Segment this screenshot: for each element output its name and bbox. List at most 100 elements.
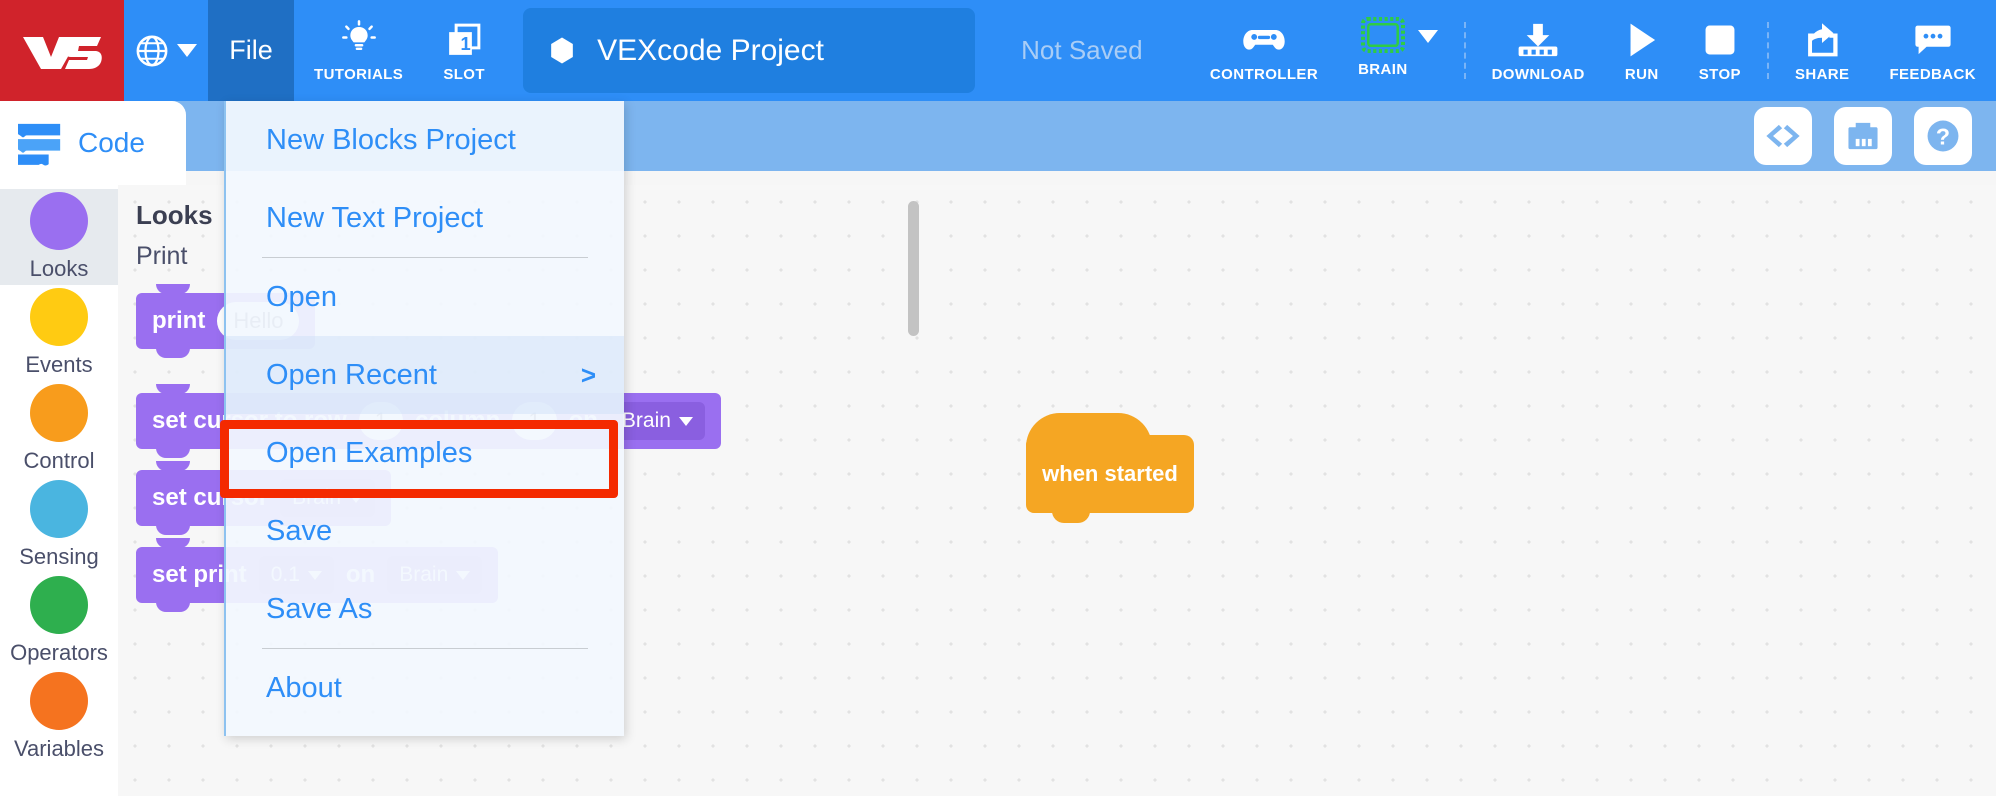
sidebar-item-label: Variables (13, 736, 105, 761)
operators-color-dot (30, 576, 88, 634)
sensing-color-dot (30, 480, 88, 538)
share-button[interactable]: SHARE (1775, 0, 1870, 101)
slot-icon: 1 (443, 19, 485, 61)
share-label: SHARE (1794, 65, 1850, 83)
control-color-dot (30, 384, 88, 442)
sidebar-item-events[interactable]: Events (0, 285, 118, 381)
file-menu-label: File (229, 35, 273, 65)
project-name-field[interactable]: VEXcode Project (523, 8, 976, 93)
brain-device-icon (1360, 14, 1405, 56)
when-started-block[interactable]: when started (1026, 413, 1194, 523)
menu-item-label: New Blocks Project (266, 123, 516, 156)
hat-crest (1026, 413, 1152, 447)
category-sidebar: Looks Events Control Sensing Operators V… (0, 185, 118, 796)
looks-color-dot (30, 192, 88, 250)
sidebar-item-label: Events (25, 352, 93, 377)
download-button[interactable]: DOWNLOAD (1472, 0, 1605, 101)
menu-item-label: About (266, 671, 342, 704)
save-status-text: Not Saved (1021, 35, 1143, 65)
lightbulb-icon (339, 19, 379, 61)
tutorials-label: TUTORIALS (314, 65, 404, 83)
brain-chevron-down-icon[interactable] (1417, 30, 1438, 43)
play-icon (1625, 19, 1659, 61)
workspace-scrollbar[interactable] (908, 201, 919, 336)
menu-open-examples[interactable]: Open Examples (226, 414, 624, 492)
sidebar-item-control[interactable]: Control (0, 381, 118, 477)
comment-icon (1913, 19, 1953, 61)
blocks-icon (18, 123, 61, 166)
toolbar-spacer (1177, 0, 1190, 101)
hat-bump (1052, 511, 1090, 523)
menu-item-label: Save (266, 514, 333, 547)
toolbar-divider (1463, 22, 1466, 79)
gamepad-icon (1241, 19, 1287, 61)
run-button[interactable]: RUN (1605, 0, 1679, 101)
menu-item-label: Open Examples (266, 436, 473, 469)
sidebar-item-sensing[interactable]: Sensing (0, 477, 118, 573)
menu-separator-2 (262, 648, 588, 649)
sidebar-item-label: Looks (29, 256, 89, 281)
menu-separator-1 (262, 257, 588, 258)
slot-label: SLOT (443, 65, 485, 83)
menu-new-blocks-project[interactable]: New Blocks Project (226, 101, 624, 179)
device-label: Brain (621, 409, 671, 432)
question-mark-icon: ? (1927, 120, 1959, 152)
file-menu-button[interactable]: File (208, 0, 294, 101)
stop-label: STOP (1698, 65, 1741, 83)
stop-square-icon (1703, 19, 1737, 61)
hexagon-icon (551, 37, 573, 64)
share-icon (1803, 19, 1841, 61)
download-icon (1517, 19, 1559, 61)
sidebar-item-label: Control (23, 448, 95, 473)
menu-item-label: Open (266, 280, 337, 313)
sidebar-item-operators[interactable]: Operators (0, 573, 118, 669)
save-status: Not Saved (975, 0, 1176, 101)
stop-button[interactable]: STOP (1679, 0, 1761, 101)
chevron-down-icon (177, 44, 197, 57)
project-name-text: VEXcode Project (597, 33, 824, 67)
sidebar-item-label: Operators (10, 640, 108, 665)
menu-open[interactable]: Open (226, 258, 624, 336)
v5-logo (0, 0, 124, 101)
globe-icon (136, 35, 168, 66)
menu-item-label: Open Recent (266, 358, 437, 391)
top-toolbar: File TUTORIALS (0, 0, 1996, 101)
monitor-bars-icon (1848, 122, 1878, 150)
palette-subtitle: Print (136, 242, 188, 270)
menu-about[interactable]: About (226, 649, 624, 727)
file-dropdown-menu: New Blocks Project New Text Project Open… (224, 101, 624, 736)
menu-item-label: Save As (266, 592, 373, 625)
code-brackets-icon (1766, 124, 1800, 148)
sidebar-item-label: Sensing (19, 544, 99, 569)
tab-code-label: Code (78, 127, 145, 158)
svg-text:?: ? (1936, 124, 1950, 150)
v5-logo-icon (23, 36, 102, 69)
chevron-down-icon (678, 416, 693, 426)
menu-new-text-project[interactable]: New Text Project (226, 179, 624, 257)
controller-label: CONTROLLER (1209, 65, 1319, 83)
tutorials-button[interactable]: TUTORIALS (294, 0, 423, 101)
brain-button[interactable]: BRAIN (1338, 0, 1458, 101)
device-dropdown[interactable]: Brain (609, 402, 705, 440)
slot-button[interactable]: 1 SLOT (423, 0, 505, 101)
menu-item-label: New Text Project (266, 201, 484, 234)
print-block-label: print (152, 307, 206, 334)
sidebar-item-variables[interactable]: Variables (0, 669, 118, 765)
feedback-label: FEEDBACK (1889, 65, 1976, 83)
language-selector[interactable] (124, 0, 208, 101)
monitor-console-button[interactable] (1834, 107, 1892, 165)
palette-title: Looks (136, 200, 213, 230)
svg-text:1: 1 (461, 32, 471, 53)
menu-save[interactable]: Save (226, 492, 624, 570)
when-started-label: when started (1042, 461, 1178, 486)
brain-label: BRAIN (1358, 61, 1408, 78)
submenu-chevron-right-icon: > (580, 359, 596, 390)
tab-code[interactable]: Code (0, 101, 186, 185)
menu-open-recent[interactable]: Open Recent > (226, 336, 624, 414)
menu-save-as[interactable]: Save As (226, 570, 624, 648)
feedback-button[interactable]: FEEDBACK (1869, 0, 1996, 101)
view-code-button[interactable] (1754, 107, 1812, 165)
help-button[interactable]: ? (1914, 107, 1972, 165)
sidebar-item-looks[interactable]: Looks (0, 189, 118, 285)
controller-button[interactable]: CONTROLLER (1190, 0, 1338, 101)
